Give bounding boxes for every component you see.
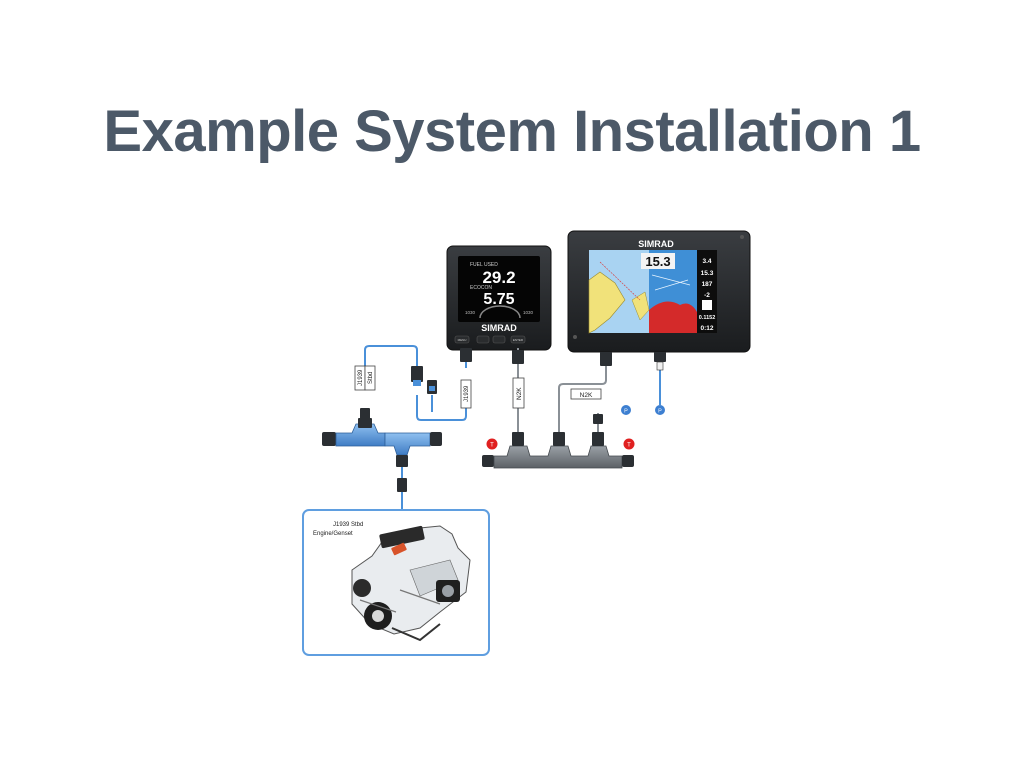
svg-text:N2K: N2K [580, 392, 593, 399]
gauge-j1939-connector [460, 348, 472, 362]
mfd-depth-box [641, 253, 675, 269]
gauge-enter-button[interactable] [510, 335, 526, 344]
power-node-connector [593, 414, 603, 424]
mfd-data-5: 0.1152 [699, 315, 716, 321]
svg-text:N2K: N2K [516, 387, 523, 400]
gauge-top-value: 29.2 [482, 268, 515, 287]
j1939-label-b: J1939 [460, 379, 472, 409]
stbd-label: Stbd [364, 365, 376, 391]
n2k-tee-1-port [512, 432, 524, 446]
engine-caption-line1: J1939 Stbd [333, 522, 363, 528]
engine-caption-line2: Engine/Genset [313, 531, 353, 537]
engine-drop-connector [397, 478, 407, 492]
gauge-menu-button[interactable] [454, 335, 470, 344]
svg-text:T: T [490, 443, 494, 449]
j1939-tee-1 [322, 418, 386, 447]
gauge-n2k-connector [512, 350, 524, 364]
gauge-top-label: FUEL USED [470, 262, 498, 268]
gauge-right-small: 1030 [523, 310, 534, 315]
mfd-data-bar [697, 250, 717, 333]
n2k-tee-2-port [553, 432, 565, 446]
mfd-data-1: 3.4 [702, 258, 711, 265]
chartplotter-display: SIMRAD 15.3 3.4 15.3 187 -2 0.1152 0:12 [567, 230, 751, 353]
engine-gauge-display: FUEL USED 29.2 ECOCON 5.75 1030 1030 SIM… [446, 245, 552, 351]
svg-text:Stbd: Stbd [368, 372, 374, 384]
terminator-left: T [486, 438, 498, 450]
gauge-mid-label: ECOCON [470, 285, 492, 291]
mfd-chart-land [588, 271, 626, 334]
page-title: Example System Installation 1 [103, 99, 921, 164]
j1939-loop-cable [364, 345, 418, 390]
gauge-arc [479, 305, 521, 319]
n2k-label-b: N2K [570, 388, 602, 400]
gauge-mid-value: 5.75 [483, 291, 514, 308]
gauge-left-button[interactable] [476, 335, 490, 344]
mfd-n2k-connector [600, 352, 612, 366]
svg-text:J1939: J1939 [358, 369, 364, 386]
n2k-label-a: N2K [512, 377, 525, 409]
power-badge-node: P [621, 405, 631, 415]
mfd-depth-value: 15.3 [645, 254, 670, 269]
mfd-data-6: 0:12 [700, 325, 713, 332]
engine-genset-panel: J1939 Stbd Engine/Genset [302, 509, 490, 656]
mfd-power-plug [654, 352, 666, 362]
svg-text:MENU: MENU [458, 338, 467, 342]
gauge-brand-logo: SIMRAD [481, 323, 517, 333]
mfd-brand-logo: SIMRAD [638, 239, 674, 249]
j1939-tee-2 [384, 432, 442, 467]
mfd-data-3: 187 [702, 281, 713, 288]
gauge-right-button[interactable] [492, 335, 506, 344]
svg-text:ENTER: ENTER [513, 338, 524, 342]
svg-text:T: T [627, 443, 631, 449]
svg-text:P: P [624, 409, 628, 415]
n2k-backbone [482, 414, 634, 469]
gauge-left-small: 1030 [465, 310, 476, 315]
svg-text:J1939: J1939 [464, 385, 470, 402]
svg-text:P: P [658, 409, 662, 415]
mfd-boat-icon [702, 300, 712, 310]
n2k-tee-3-port [592, 432, 604, 446]
mfd-sonar-bottom [649, 301, 697, 333]
terminator-right: T [623, 438, 635, 450]
power-badge-mfd: P [655, 405, 665, 415]
engine-image [351, 525, 471, 642]
mfd-data-2: 15.3 [701, 270, 714, 277]
j1939-connector-1 [411, 366, 423, 382]
mfd-data-4: -2 [704, 292, 710, 299]
j1939-label-a: J1939 [354, 365, 366, 391]
gauge-screen [458, 256, 540, 322]
mfd-n2k-drop [558, 352, 607, 433]
